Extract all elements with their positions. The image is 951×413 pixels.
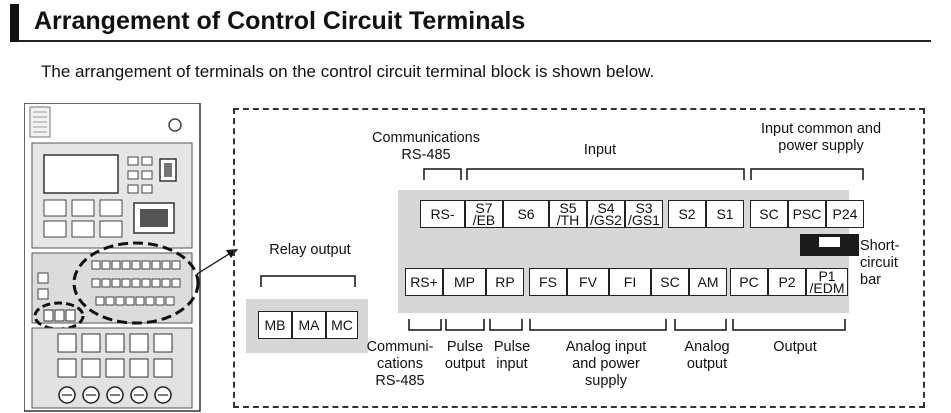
terminal-pc: PC — [730, 268, 768, 296]
terminal-fi: FI — [609, 268, 651, 296]
label-analog-output: Analog output — [684, 339, 730, 372]
label-input-common: Input common and power supply — [760, 121, 882, 154]
label-output: Output — [773, 339, 817, 355]
terminal-fs: FS — [529, 268, 567, 296]
terminal-p1: P1 /EDM — [806, 268, 848, 296]
terminal-s1: S1 — [706, 200, 744, 228]
terminal-s5: S5 /TH — [549, 200, 587, 228]
drive-illustration — [24, 103, 201, 412]
terminal-mc: MC — [326, 311, 358, 339]
terminal-ma: MA — [292, 311, 326, 339]
terminal-diagram-frame — [233, 108, 925, 408]
label-input: Input — [583, 142, 617, 158]
label-short-circuit-bar: Short- circuit bar — [860, 238, 900, 288]
terminal-mb: MB — [258, 311, 292, 339]
terminal-sc-bottom: SC — [651, 268, 689, 296]
label-pulse-output: Pulse output — [444, 339, 486, 372]
label-relay-output: Relay output — [269, 242, 351, 258]
terminal-p2: P2 — [768, 268, 806, 296]
terminal-p24: P24 — [826, 200, 864, 228]
terminal-mp: MP — [443, 268, 486, 296]
intro-text: The arrangement of terminals on the cont… — [41, 62, 655, 81]
heading-underline — [19, 40, 931, 42]
terminal-rs-plus: RS+ — [405, 268, 443, 296]
terminal-psc: PSC — [788, 200, 826, 228]
section-header: Arrangement of Control Circuit Terminals — [10, 4, 931, 42]
label-analog-input: Analog input and power supply — [565, 339, 647, 389]
terminal-s3: S3 /GS1 — [625, 200, 663, 228]
terminal-s7: S7 /EB — [465, 200, 503, 228]
terminal-sc-top: SC — [750, 200, 788, 228]
terminal-fv: FV — [567, 268, 609, 296]
short-circuit-bar-icon — [800, 234, 859, 256]
terminal-rp: RP — [486, 268, 524, 296]
terminal-s6: S6 — [503, 200, 549, 228]
terminal-s2: S2 — [668, 200, 706, 228]
label-communications-top: Communications RS-485 — [372, 130, 480, 163]
label-communications-bottom: Communi- cations RS-485 — [366, 339, 434, 389]
heading-accent-bar — [10, 4, 19, 42]
label-pulse-input: Pulse input — [493, 339, 531, 372]
terminal-s4: S4 /GS2 — [587, 200, 625, 228]
terminal-am: AM — [689, 268, 727, 296]
terminal-rs-minus: RS- — [420, 200, 465, 228]
page-title: Arrangement of Control Circuit Terminals — [34, 7, 526, 35]
